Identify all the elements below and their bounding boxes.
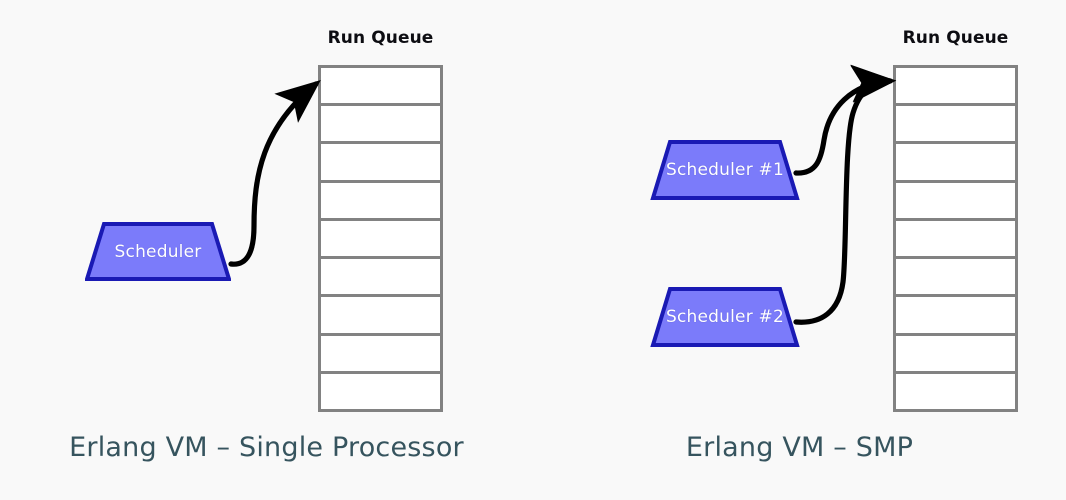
run-queue-cell xyxy=(318,65,443,107)
run-queue-smp xyxy=(893,65,1018,412)
trapezoid-shape xyxy=(650,287,800,347)
run-queue-cell xyxy=(318,217,443,260)
run-queue-label: Run Queue xyxy=(902,28,1009,48)
run-queue-cell xyxy=(318,103,443,145)
run-queue-cell xyxy=(893,141,1018,183)
panel-smp: Run Queue Scheduler #1 Scheduler #2 xyxy=(533,0,1066,500)
caption-single-processor: Erlang VM – Single Processor xyxy=(69,432,464,463)
arrow-layer-single xyxy=(228,80,321,267)
scheduler-label: Scheduler xyxy=(114,241,202,262)
run-queue-cell xyxy=(318,141,443,183)
arrow-scheduler-to-queue xyxy=(228,80,321,267)
panel-single-processor: Run Queue Scheduler xyxy=(69,28,464,463)
run-queue-cell xyxy=(893,332,1018,374)
run-queue-cell xyxy=(318,294,443,336)
run-queue-cell xyxy=(318,332,443,374)
run-queue-cell xyxy=(318,256,443,298)
run-queue-single xyxy=(318,65,443,412)
run-queue-label: Run Queue xyxy=(327,28,434,48)
run-queue-cell xyxy=(893,65,1018,107)
scheduler-2: Scheduler #2 xyxy=(650,287,800,347)
run-queue-cell xyxy=(318,179,443,221)
scheduler-label: Scheduler #2 xyxy=(666,307,784,327)
caption-smp: Erlang VM – SMP xyxy=(685,432,914,463)
scheduler-label: Scheduler #1 xyxy=(666,160,784,180)
run-queue-cell xyxy=(893,370,1018,412)
trapezoid-shape xyxy=(85,222,231,281)
run-queue-cell xyxy=(893,217,1018,260)
run-queue-cell xyxy=(893,179,1018,221)
scheduler-single: Scheduler xyxy=(85,222,231,281)
run-queue-cell xyxy=(318,370,443,412)
scheduler-1: Scheduler #1 xyxy=(650,140,800,200)
run-queue-cell xyxy=(893,103,1018,145)
arrow-scheduler-2-to-queue xyxy=(793,64,897,325)
run-queue-cell xyxy=(893,294,1018,336)
arrow-scheduler-1-to-queue xyxy=(793,65,897,176)
run-queue-cell xyxy=(893,256,1018,298)
